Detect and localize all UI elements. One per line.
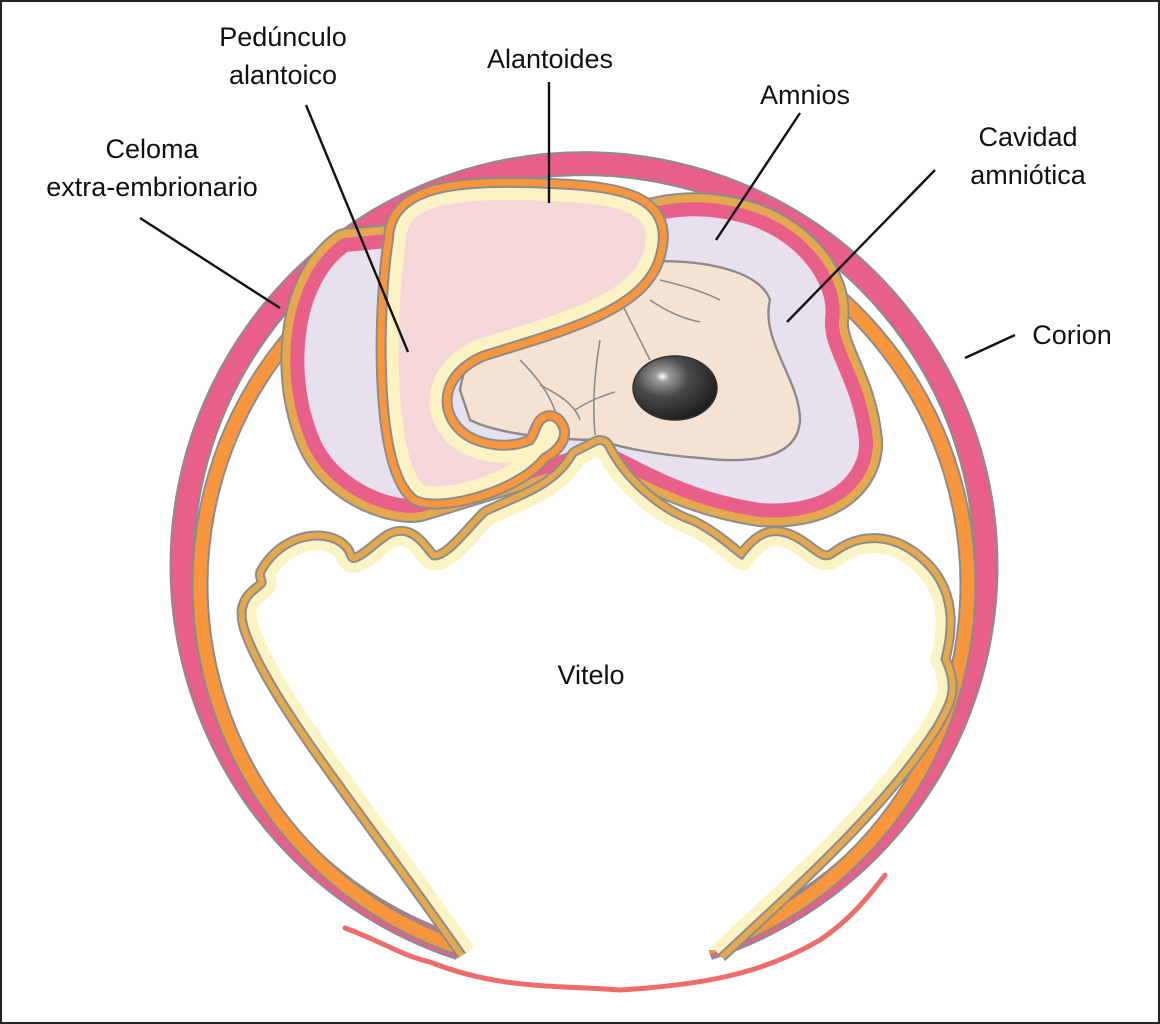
leader-coelom bbox=[139, 216, 281, 310]
leader-lines bbox=[139, 82, 1016, 360]
yolk-sac-wall bbox=[246, 445, 948, 954]
allantois-wall bbox=[386, 187, 658, 499]
leader-peduncle bbox=[304, 104, 410, 353]
embryo-vessels bbox=[519, 279, 721, 436]
label-coelom-2: extra-embrionario bbox=[46, 172, 258, 202]
label-yolk: Vitelo bbox=[557, 660, 624, 690]
label-peduncle-2: alantoico bbox=[229, 60, 337, 90]
leader-amnion bbox=[714, 112, 802, 241]
label-allantois: Alantoides bbox=[487, 44, 613, 74]
chorion-pink-layer bbox=[171, 153, 997, 958]
labels: Pedúnculo alantoico Alantoides Amnios Ce… bbox=[46, 22, 1112, 690]
label-coelom-1: Celoma bbox=[105, 134, 199, 164]
label-cavity-1: Cavidad bbox=[978, 122, 1077, 152]
yolk-sac bbox=[236, 435, 958, 961]
leader-cavity bbox=[786, 169, 936, 323]
embryo-eye bbox=[632, 355, 718, 421]
shell-membrane-line bbox=[342, 872, 888, 993]
label-amnion: Amnios bbox=[760, 80, 850, 110]
label-cavity-2: amniótica bbox=[970, 160, 1087, 190]
leader-chorion bbox=[964, 333, 1016, 360]
allantois bbox=[375, 176, 669, 510]
label-peduncle-1: Pedúnculo bbox=[219, 22, 347, 52]
label-chorion: Corion bbox=[1032, 320, 1112, 350]
